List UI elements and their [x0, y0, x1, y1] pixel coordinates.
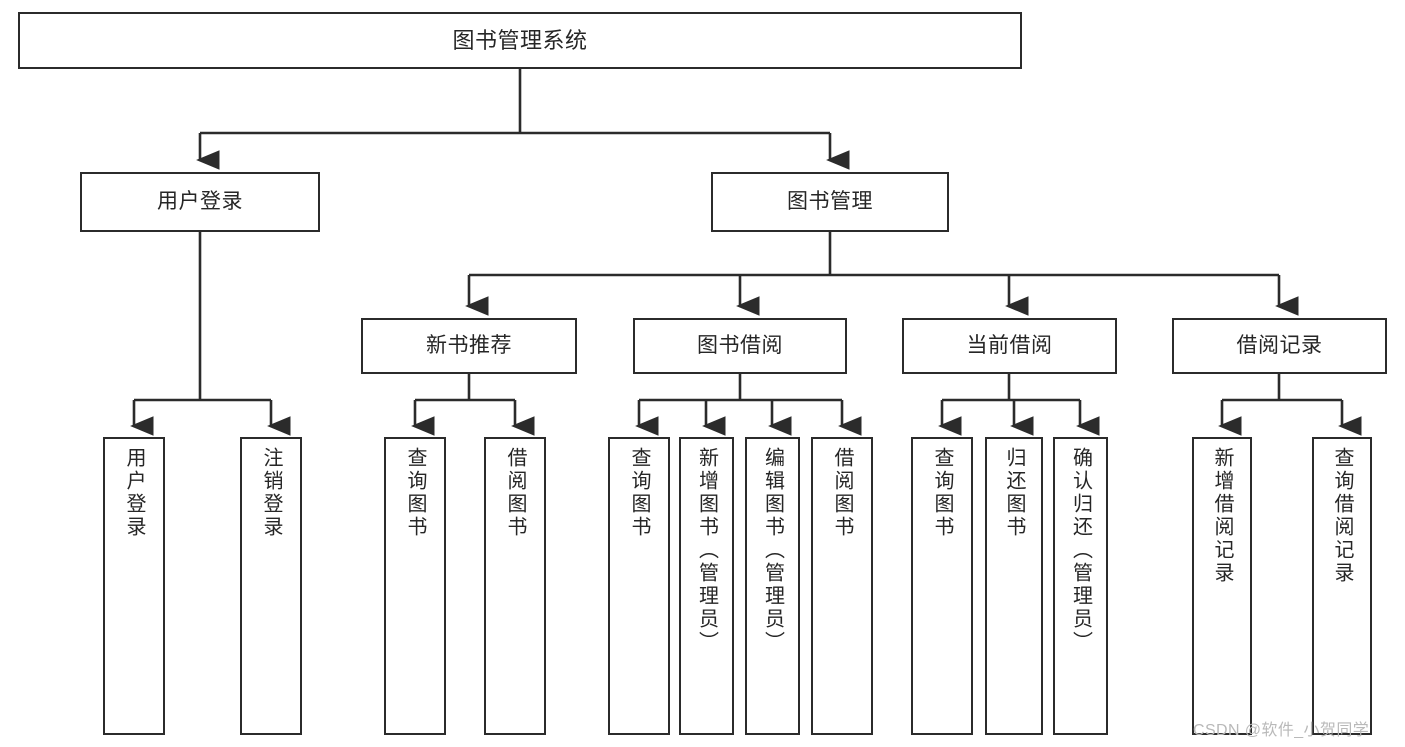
node-label: 借阅图书	[831, 447, 853, 539]
node-leaf-borrow-book-recommend[interactable]: 借阅图书	[484, 437, 546, 735]
node-root-system[interactable]: 图书管理系统	[18, 12, 1022, 69]
node-label: 新书推荐	[426, 333, 512, 357]
node-label: 查询借阅记录	[1331, 447, 1353, 585]
node-label: 图书管理系统	[452, 27, 588, 53]
node-label: 查询图书	[404, 447, 426, 539]
node-leaf-edit-book-admin[interactable]: 编辑图书（管理员）	[745, 437, 800, 735]
node-leaf-query-book-recommend[interactable]: 查询图书	[384, 437, 446, 735]
node-label: 确认归还（管理员）	[1069, 447, 1092, 654]
node-current-borrow[interactable]: 当前借阅	[902, 318, 1117, 374]
node-leaf-logout[interactable]: 注销登录	[240, 437, 302, 735]
watermark-text: CSDN @软件_小贺同学	[1193, 722, 1370, 739]
node-label: 注销登录	[260, 447, 282, 539]
node-leaf-add-borrow-record[interactable]: 新增借阅记录	[1192, 437, 1252, 735]
node-leaf-user-login[interactable]: 用户登录	[103, 437, 165, 735]
node-user-login[interactable]: 用户登录	[80, 172, 320, 232]
node-label: 用户登录	[123, 447, 145, 539]
node-label: 用户登录	[157, 189, 243, 213]
node-book-manage[interactable]: 图书管理	[711, 172, 949, 232]
node-label: 借阅记录	[1236, 333, 1323, 357]
node-label: 图书借阅	[697, 333, 783, 357]
node-label: 新增图书（管理员）	[695, 447, 718, 654]
node-label: 新增借阅记录	[1211, 447, 1233, 585]
node-leaf-return-book[interactable]: 归还图书	[985, 437, 1043, 735]
node-new-book-recommend[interactable]: 新书推荐	[361, 318, 577, 374]
node-leaf-confirm-return-admin[interactable]: 确认归还（管理员）	[1053, 437, 1108, 735]
node-book-borrow[interactable]: 图书借阅	[633, 318, 847, 374]
node-leaf-borrow-book-borrow[interactable]: 借阅图书	[811, 437, 873, 735]
node-label: 借阅图书	[504, 447, 526, 539]
node-borrow-record[interactable]: 借阅记录	[1172, 318, 1387, 374]
node-label: 归还图书	[1003, 447, 1025, 539]
node-label: 当前借阅	[966, 333, 1053, 357]
node-leaf-add-book-admin[interactable]: 新增图书（管理员）	[679, 437, 734, 735]
node-label: 查询图书	[931, 447, 953, 539]
node-leaf-query-book-current[interactable]: 查询图书	[911, 437, 973, 735]
node-label: 查询图书	[628, 447, 650, 539]
node-leaf-query-book-borrow[interactable]: 查询图书	[608, 437, 670, 735]
node-leaf-query-borrow-record[interactable]: 查询借阅记录	[1312, 437, 1372, 735]
node-label: 编辑图书（管理员）	[761, 447, 784, 654]
node-label: 图书管理	[787, 189, 873, 213]
